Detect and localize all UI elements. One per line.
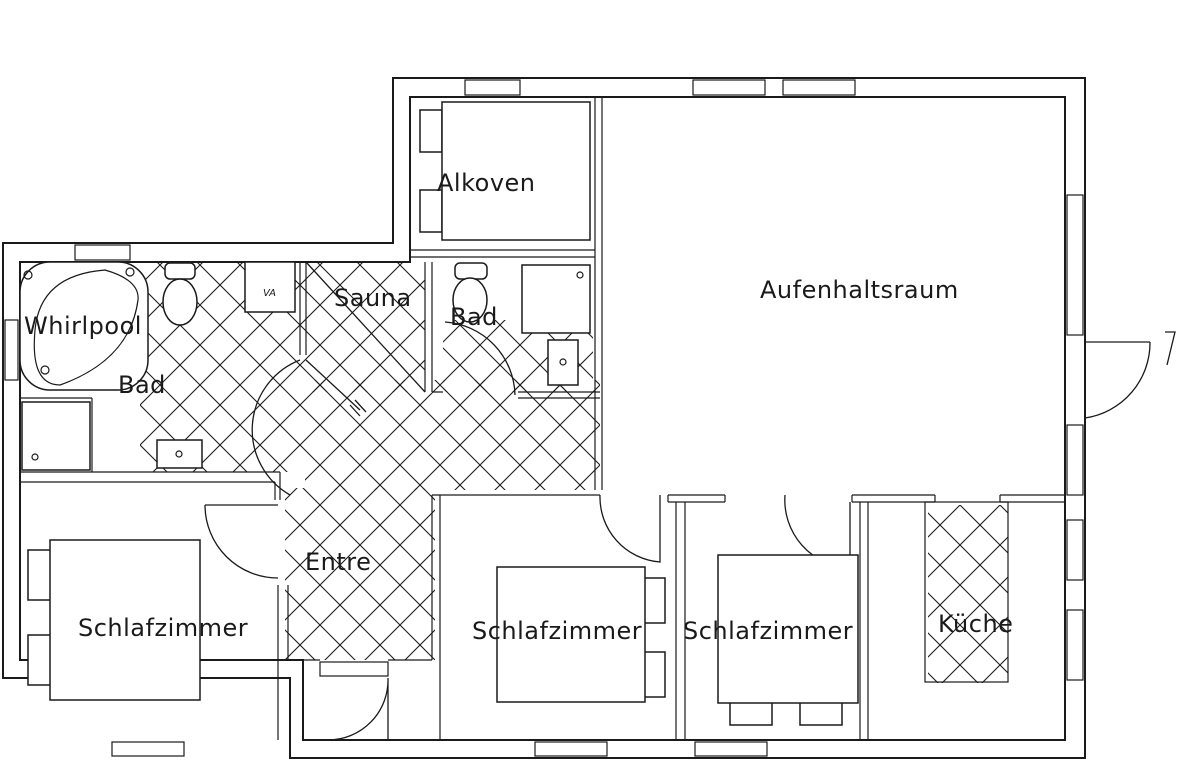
windows xyxy=(4,79,1084,757)
room-label-entre: Entre xyxy=(305,548,371,576)
bed-schlafzimmer-middle xyxy=(496,566,666,703)
toilet-main-bath xyxy=(162,262,198,326)
whirlpool-tub xyxy=(19,261,149,391)
room-label-whirlpool: Whirlpool xyxy=(24,312,142,340)
room-label-schlafzimmer-middle: Schlafzimmer xyxy=(472,617,642,645)
sink-main-bath xyxy=(156,439,203,469)
bed-schlafzimmer-right xyxy=(717,554,859,726)
va-label: VA xyxy=(263,288,276,299)
shower-main-bath xyxy=(21,401,91,471)
room-label-alkoven: Alkoven xyxy=(437,169,536,197)
room-label-schlafzimmer-left: Schlafzimmer xyxy=(78,614,248,642)
bed-alkoven xyxy=(419,101,591,241)
interior-walls xyxy=(20,97,1065,740)
room-label-bad-small: Bad xyxy=(450,303,498,331)
bed-schlafzimmer-left xyxy=(27,539,201,701)
room-labels: Alkoven Aufenhaltsraum Sauna Bad Whirlpo… xyxy=(24,169,1013,645)
room-label-sauna: Sauna xyxy=(334,284,412,312)
kitchen-counter xyxy=(924,501,1009,683)
room-label-bad-main: Bad xyxy=(118,371,166,399)
doors xyxy=(204,261,1176,741)
washbasin-va: VA xyxy=(244,261,296,313)
shower-small-bath xyxy=(521,264,591,334)
room-label-aufenthaltsraum: Aufenhaltsraum xyxy=(760,276,959,304)
sink-small-bath xyxy=(547,339,579,386)
room-label-kueche: Küche xyxy=(938,610,1013,638)
toilet-small-bath xyxy=(452,262,488,323)
room-label-schlafzimmer-right: Schlafzimmer xyxy=(683,617,853,645)
